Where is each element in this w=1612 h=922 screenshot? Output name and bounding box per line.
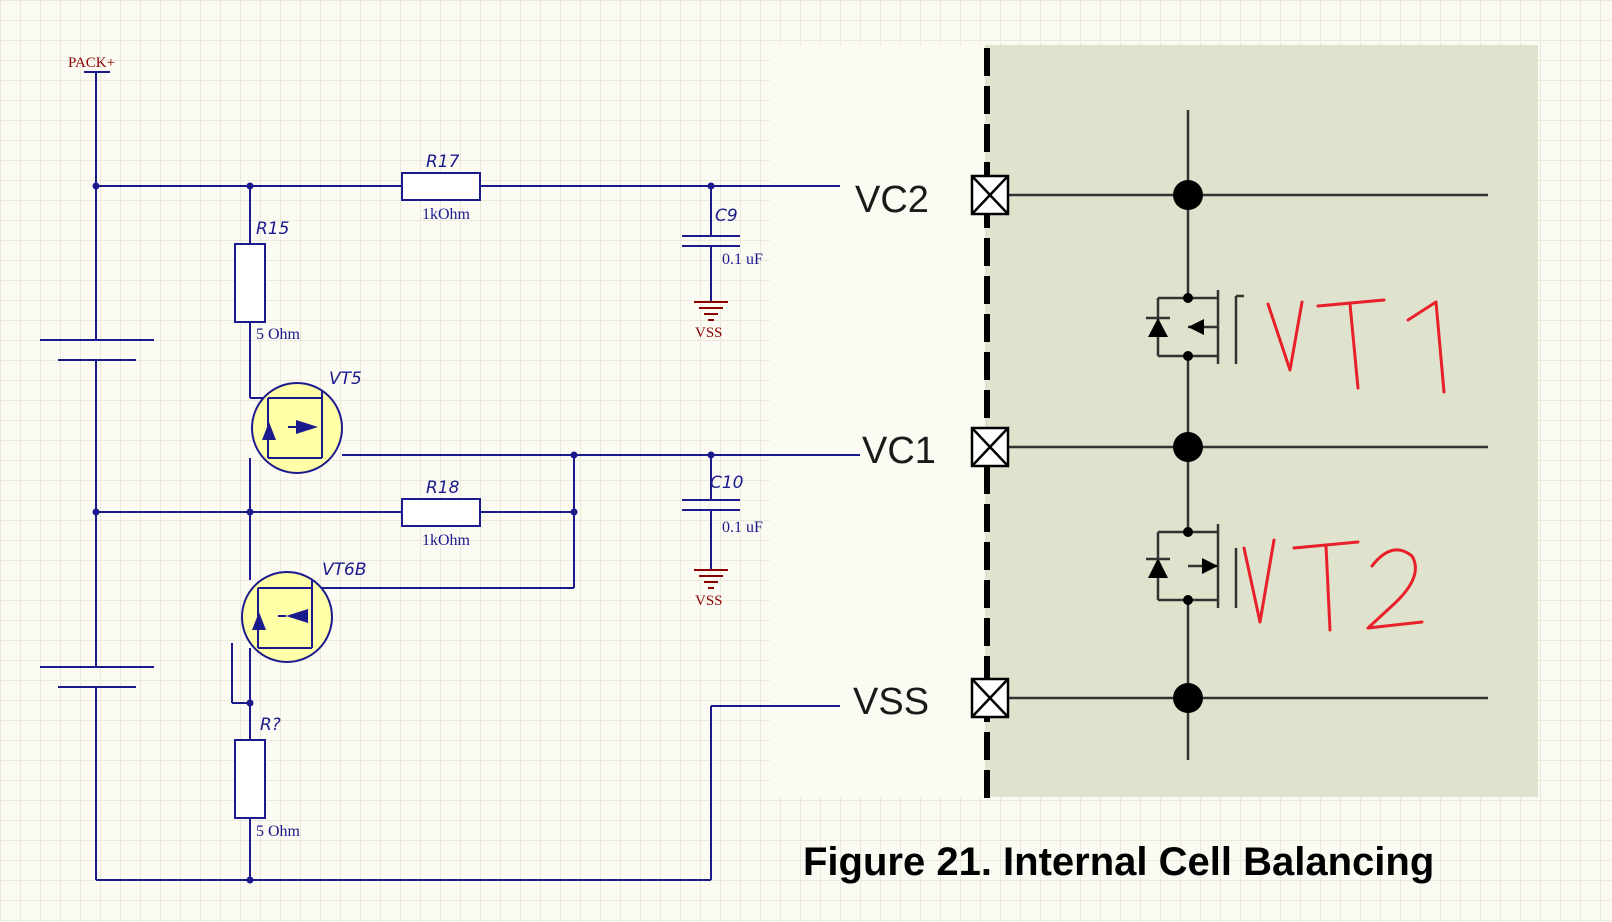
pin-label-vc1: VC1 xyxy=(862,430,936,472)
resistor-r18: R18 1kOhm xyxy=(401,478,481,549)
ic-node-vc2 xyxy=(1173,180,1203,210)
resistor-r15: R15 5 Ohm xyxy=(234,186,301,399)
capacitor-c9: C9 0.1 uF VSS xyxy=(682,186,763,341)
c10-ground-label: VSS xyxy=(695,593,723,609)
c10-ref: C10 xyxy=(710,473,744,493)
resistor-r17: R17 1kOhm xyxy=(401,152,481,223)
ic-pin-box-vss xyxy=(970,677,1010,719)
vt6b-ref: VT6B xyxy=(322,560,367,580)
r15-ref: R15 xyxy=(256,219,289,239)
r17-value: 1kOhm xyxy=(422,206,471,223)
external-schematic: PACK+ R17 1kOhm xyxy=(40,55,860,884)
ic-node-vss xyxy=(1173,683,1203,713)
c9-value: 0.1 uF xyxy=(722,251,763,268)
transistor-vt6b: VT6B xyxy=(241,560,367,663)
c9-ground-label: VSS xyxy=(695,325,723,341)
transistor-vt5: VT5 xyxy=(251,369,362,474)
ic-mosfet-vt1 xyxy=(1146,290,1244,364)
ic-pin-box-vc2 xyxy=(970,174,1010,216)
ground-symbol-c10 xyxy=(694,569,728,589)
r18-ref: R18 xyxy=(426,478,460,498)
figure-caption: Figure 21. Internal Cell Balancing xyxy=(803,840,1434,884)
battery-cell-top xyxy=(40,339,154,361)
r18-value: 1kOhm xyxy=(422,532,471,549)
c9-ref: C9 xyxy=(715,206,738,226)
ic-node-vc1 xyxy=(1173,432,1203,462)
pin-label-vc2: VC2 xyxy=(855,179,929,221)
ic-die-area xyxy=(985,45,1538,797)
rq-ref: R? xyxy=(260,715,281,735)
ic-internal-diagram: VC2 VC1 VSS xyxy=(770,45,1538,798)
resistor-r-unnamed: R? 5 Ohm xyxy=(234,715,301,880)
pack-plus-label: PACK+ xyxy=(68,55,115,71)
r17-ref: R17 xyxy=(426,152,460,172)
r15-value: 5 Ohm xyxy=(256,326,301,343)
handwritten-annotation-vt1 xyxy=(1266,298,1446,394)
rq-value: 5 Ohm xyxy=(256,823,301,840)
handwritten-annotation-vt2 xyxy=(1242,538,1424,632)
ground-symbol-c9 xyxy=(694,301,728,321)
ic-mosfet-vt2 xyxy=(1146,524,1238,608)
c10-value: 0.1 uF xyxy=(722,519,763,536)
battery-cell-bottom xyxy=(40,666,154,688)
vt5-ref: VT5 xyxy=(329,369,362,389)
pin-label-vss: VSS xyxy=(853,681,929,723)
ic-pin-box-vc1 xyxy=(970,426,1010,468)
capacitor-c10: C10 0.1 uF VSS xyxy=(682,455,763,609)
